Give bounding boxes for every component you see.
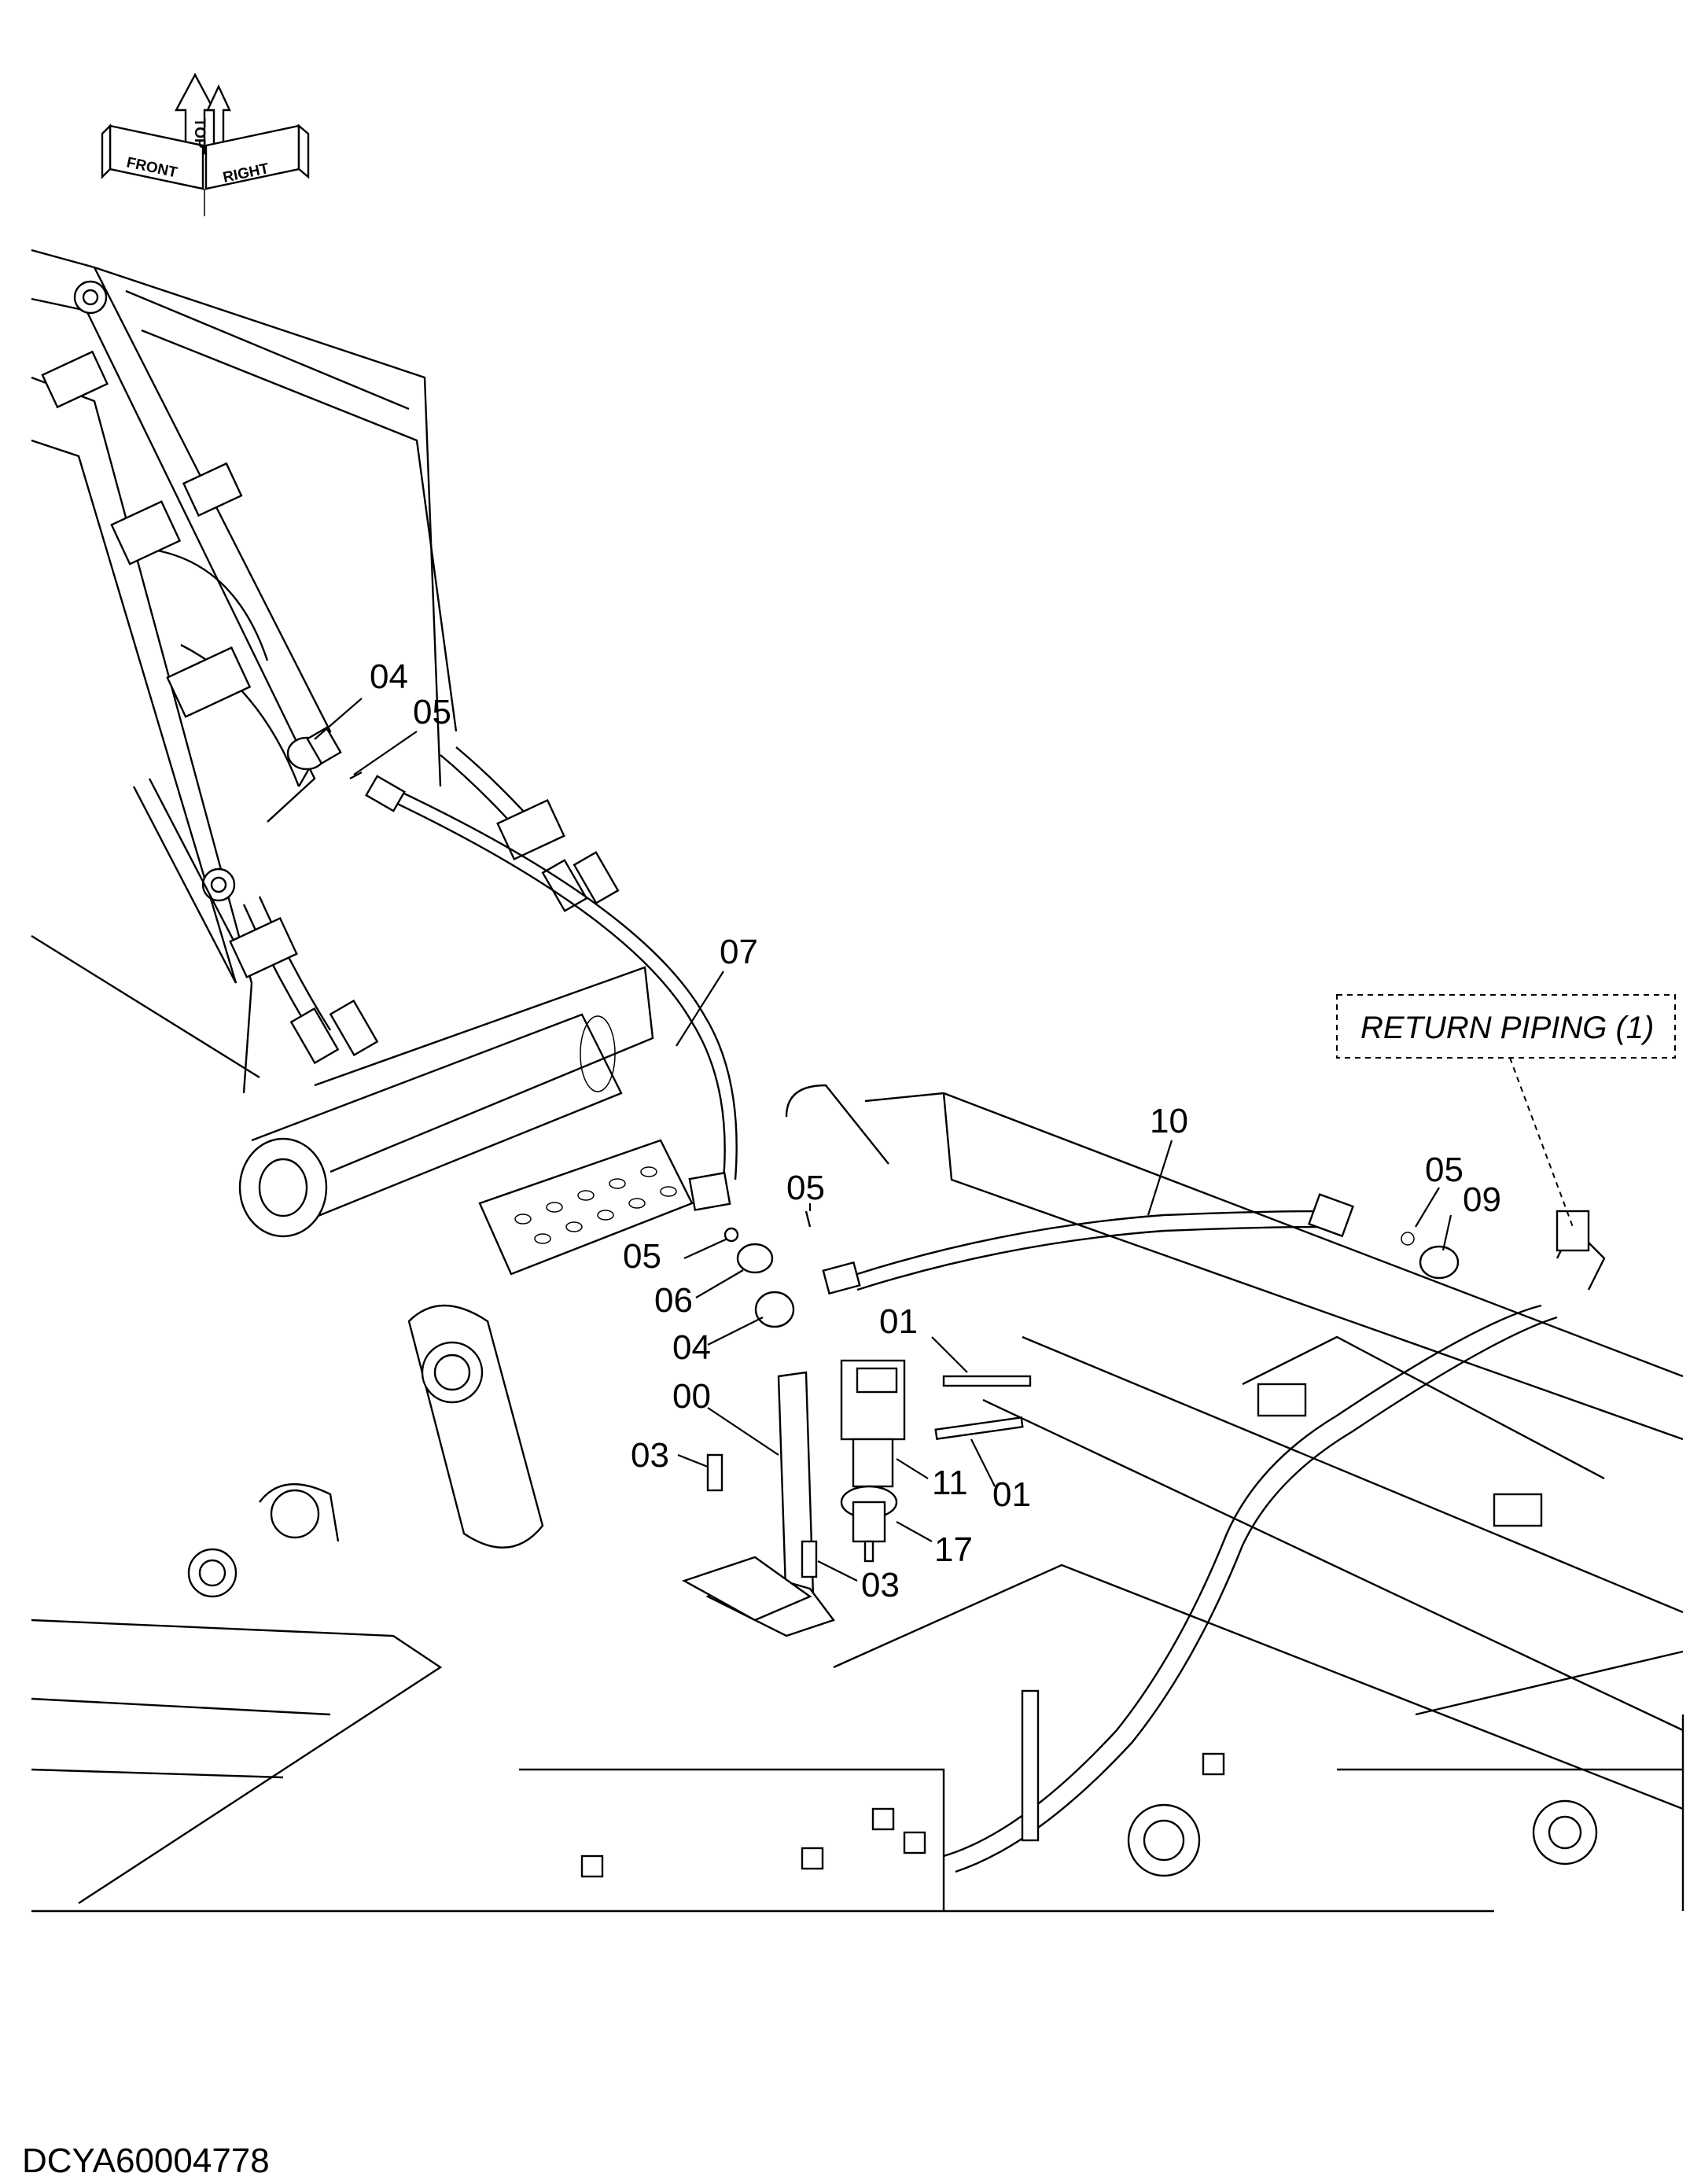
callout-05-mid: 05 <box>786 1169 825 1207</box>
callout-03-left: 03 <box>631 1436 669 1475</box>
callout-07: 07 <box>720 933 758 971</box>
oring-05-upper <box>349 771 363 780</box>
orientation-top-label: TOP <box>191 118 208 149</box>
return-piping-label: RETURN PIPING (1) <box>1360 1011 1654 1045</box>
orientation-symbol: TOP FRONT RIGHT <box>101 72 310 216</box>
callout-04-lower: 04 <box>672 1328 711 1367</box>
callout-01-lower: 01 <box>992 1475 1031 1514</box>
return-piping-reference: RETURN PIPING (1) <box>1336 994 1676 1228</box>
machine-frame <box>31 1084 1684 1913</box>
callout-06: 06 <box>654 1281 693 1320</box>
valve-bracket-assembly <box>187 1210 1032 1637</box>
callout-05-upper: 05 <box>413 693 451 731</box>
callout-10: 10 <box>1150 1102 1188 1140</box>
fitting-04-upper <box>286 726 342 771</box>
callout-17: 17 <box>934 1530 973 1569</box>
hose-10 <box>822 1193 1460 1295</box>
boom-assembly <box>31 249 654 1238</box>
leader-lines <box>314 698 1452 1582</box>
callout-05-left: 05 <box>623 1237 661 1276</box>
step-platform <box>478 1139 694 1276</box>
callout-09: 09 <box>1463 1180 1501 1219</box>
callouts: 04 05 07 10 05 09 05 05 06 04 01 00 03 1… <box>370 657 1501 1604</box>
callout-01-upper: 01 <box>879 1302 918 1341</box>
callout-11: 11 <box>932 1464 968 1502</box>
callout-04-upper: 04 <box>370 657 408 696</box>
callout-05-right: 05 <box>1425 1151 1464 1189</box>
drawing-code: DCYA60004778 <box>22 2142 270 2180</box>
callout-03-right: 03 <box>861 1566 900 1604</box>
hose-07 <box>365 775 738 1211</box>
callout-00: 00 <box>672 1377 711 1416</box>
